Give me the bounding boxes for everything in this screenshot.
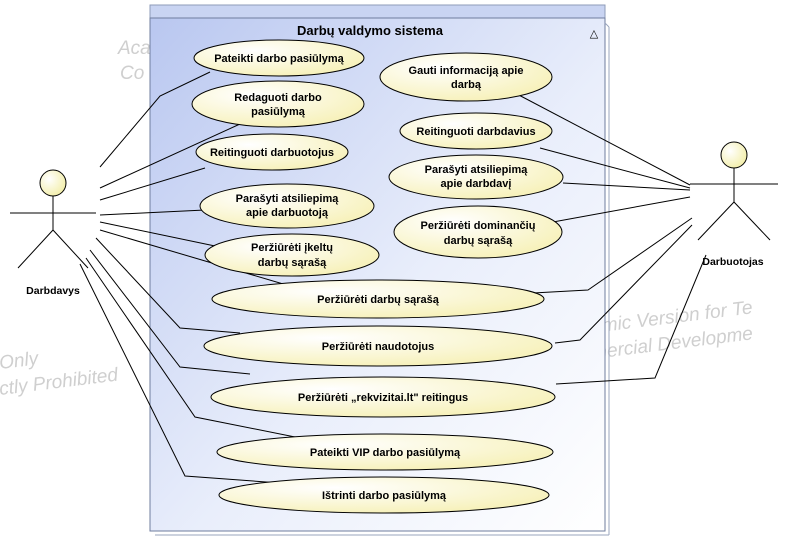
use-cases: Pateikti darbo pasiūlymą Redaguoti darbo… bbox=[191, 39, 564, 514]
association-line bbox=[99, 229, 291, 287]
use-case-label: apie darbuotoją bbox=[246, 207, 329, 219]
use-case-label: Redaguoti darbo bbox=[234, 92, 322, 104]
association-line bbox=[539, 147, 691, 189]
use-case-label: Gauti informaciją apie bbox=[409, 65, 524, 77]
actor-label: Darbdavys bbox=[26, 285, 80, 297]
use-case-label: Parašyti atsiliepimą bbox=[425, 164, 529, 176]
watermark-text: Only bbox=[0, 348, 41, 374]
use-case-perziureti-ikeltu-darbu-sarasa[interactable]: Peržiūrėti įkeltų darbų sąrašą bbox=[204, 233, 380, 277]
association-line bbox=[552, 196, 691, 223]
association-line bbox=[95, 237, 241, 334]
use-case-label: Peržiūrėti įkeltų bbox=[251, 242, 333, 254]
collapse-icon[interactable]: △ bbox=[590, 27, 599, 40]
associations bbox=[79, 71, 707, 484]
use-case-label: Reitinguoti darbdavius bbox=[416, 126, 535, 138]
association-line bbox=[99, 209, 206, 216]
use-case-label: Peržiūrėti naudotojus bbox=[322, 341, 434, 353]
association-line bbox=[514, 92, 691, 186]
use-case-perziureti-rekvizitai-reitingus[interactable]: Peržiūrėti „rekvizitai.lt" reitingus bbox=[210, 376, 556, 418]
association-line bbox=[99, 123, 241, 189]
actor-leg bbox=[697, 201, 735, 241]
association-line bbox=[99, 71, 211, 168]
use-case-pateikti-vip-darbo-pasiulyma[interactable]: Pateikti VIP darbo pasiūlymą bbox=[216, 433, 554, 471]
actor-leg bbox=[17, 229, 54, 269]
association-line bbox=[99, 221, 216, 247]
actor-darbuotojas[interactable]: Darbuotojas bbox=[690, 141, 778, 268]
use-case-label: apie darbdavį bbox=[441, 178, 512, 190]
system-title: Darbų valdymo sistema bbox=[297, 23, 444, 38]
actor-darbdavys[interactable]: Darbdavys bbox=[10, 169, 96, 297]
use-case-label: darbą bbox=[451, 79, 482, 91]
use-case-perziureti-dominanciu-darbu-sarasa[interactable]: Peržiūrėti dominančių darbų sąrašą bbox=[393, 205, 563, 259]
use-case-label: Reitinguoti darbuotojus bbox=[210, 147, 334, 159]
association-line bbox=[532, 217, 693, 294]
use-case-reitinguoti-darbdavius[interactable]: Reitinguoti darbdavius bbox=[399, 112, 553, 150]
use-case-label: Pateikti VIP darbo pasiūlymą bbox=[310, 447, 461, 459]
association-line bbox=[79, 263, 281, 484]
actor-leg bbox=[52, 229, 89, 269]
use-case-label: Peržiūrėti dominančių bbox=[421, 220, 536, 232]
association-line bbox=[562, 182, 691, 191]
use-case-label: Peržiūrėti darbų sąrašą bbox=[317, 294, 440, 306]
watermark-text: Aca bbox=[117, 38, 151, 59]
use-case-reitinguoti-darbuotojus[interactable]: Reitinguoti darbuotojus bbox=[195, 133, 349, 171]
association-line bbox=[85, 257, 311, 441]
actor-head-icon bbox=[39, 169, 67, 197]
use-case-perziureti-darbu-sarasa[interactable]: Peržiūrėti darbų sąrašą bbox=[211, 279, 545, 319]
use-case-parasyti-atsiliepima-apie-darbdavi[interactable]: Parašyti atsiliepimą apie darbdavį bbox=[388, 154, 564, 200]
association-line bbox=[99, 167, 206, 201]
association-line bbox=[89, 249, 251, 375]
use-case-label: Ištrinti darbo pasiūlymą bbox=[322, 490, 447, 502]
use-case-perziureti-naudotojus[interactable]: Peržiūrėti naudotojus bbox=[203, 325, 553, 367]
use-case-label: Peržiūrėti „rekvizitai.lt" reitingus bbox=[298, 392, 468, 404]
use-case-istrinti-darbo-pasiulyma[interactable]: Ištrinti darbo pasiūlymą bbox=[218, 476, 550, 514]
use-case-label: darbų sąrašą bbox=[444, 235, 513, 247]
association-line bbox=[555, 254, 707, 385]
actor-head-icon bbox=[720, 141, 748, 169]
use-case-label: Parašyti atsiliepimą bbox=[236, 193, 340, 205]
use-case-redaguoti-darbo-pasiulyma[interactable]: Redaguoti darbo pasiūlymą bbox=[191, 80, 365, 128]
association-line bbox=[554, 224, 693, 344]
actor-label: Darbuotojas bbox=[702, 256, 763, 268]
watermark-text: Co bbox=[120, 63, 144, 84]
use-case-gauti-informacija-apie-darba[interactable]: Gauti informaciją apie darbą bbox=[379, 52, 553, 102]
use-case-label: pasiūlymą bbox=[251, 106, 306, 118]
use-case-pateikti-darbo-pasiulyma[interactable]: Pateikti darbo pasiūlymą bbox=[193, 39, 365, 77]
use-case-label: darbų sąrašą bbox=[258, 257, 327, 269]
use-case-label: Pateikti darbo pasiūlymą bbox=[214, 53, 344, 65]
use-case-parasyti-atsiliepima-apie-darbuotoja[interactable]: Parašyti atsiliepimą apie darbuotoją bbox=[199, 183, 375, 229]
actor-leg bbox=[733, 201, 771, 241]
